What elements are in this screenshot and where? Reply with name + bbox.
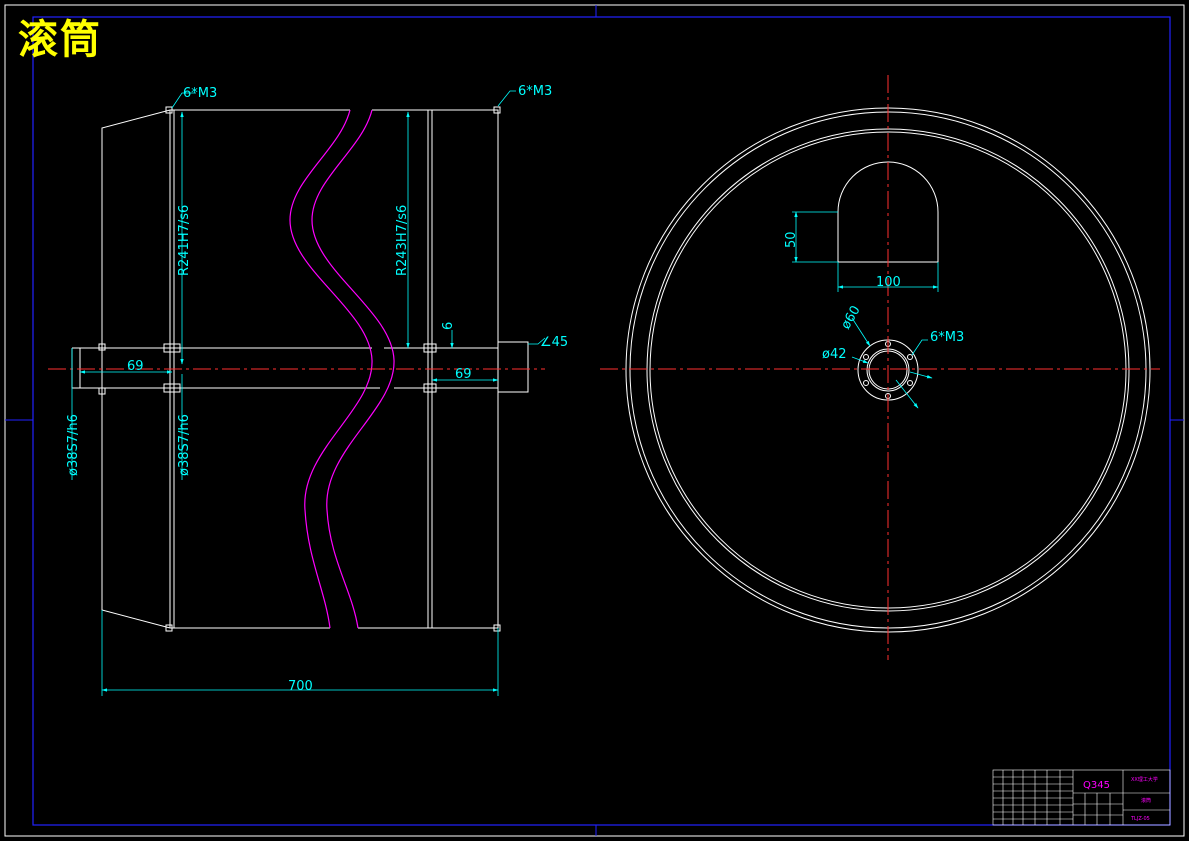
bolt-mark-3: [165, 624, 173, 632]
leader-chamfer: [528, 337, 546, 345]
hub-block-left2: [163, 383, 181, 393]
inspection-slot: [837, 161, 939, 263]
flange-hole-5: [863, 380, 869, 386]
side-dimensions: [71, 90, 546, 696]
break-lines: [289, 109, 395, 629]
leader-holes-left: [171, 92, 196, 109]
dim-flange-diag2: [909, 371, 933, 379]
hub-block-right2: [423, 383, 437, 393]
part-name-label: 滚筒: [1141, 797, 1151, 804]
shaft-fit-left-label: ø38S7/h6: [66, 414, 81, 476]
hub-block-right: [423, 343, 437, 353]
inner-frame: [32, 16, 1171, 826]
drawing-no-label: TLJZ-05: [1130, 816, 1150, 822]
flange-hole-2: [907, 354, 913, 360]
gap-label: 6: [441, 322, 456, 330]
title-block-frame: [992, 769, 1171, 826]
shaft-right: [498, 341, 529, 393]
bolt-mark-1: [165, 106, 173, 114]
bolt-mark-2: [493, 106, 501, 114]
bolt-mark-6: [98, 387, 106, 395]
shaft-fit-mid-label: ø38S7/h6: [177, 414, 192, 476]
flange-hole-3: [907, 380, 913, 386]
title-block: [992, 769, 1171, 826]
slot-width-label: 100: [876, 275, 901, 290]
dim-flange-diag: [895, 379, 919, 409]
shaft-len-right-label: 69: [455, 367, 472, 382]
slot-height-label: 50: [784, 231, 799, 248]
shaft-outline: [71, 347, 102, 389]
break-line-right: [311, 109, 395, 629]
bolt-mark-4: [493, 624, 501, 632]
flange-outer-label: ø60: [838, 303, 863, 332]
front-dimensions: [792, 211, 939, 409]
leader-flange-holes: [911, 339, 928, 356]
hub-block-left: [163, 343, 181, 353]
chamfer-label: ∠45: [540, 335, 568, 350]
dim-42-leader: [851, 356, 869, 364]
shaft-len-left-label: 69: [127, 359, 144, 374]
flange-hole-6: [863, 354, 869, 360]
break-line-left: [289, 109, 373, 629]
flange-holes-label: 6*M3: [930, 330, 964, 345]
inner-radius-right-label: R243H7/s6: [395, 205, 410, 276]
total-length-label: 700: [288, 679, 313, 694]
flange-inner-label: ø42: [822, 347, 847, 362]
dim-60-leader: [851, 317, 871, 347]
bolt-mark-5: [98, 343, 106, 351]
material-label: Q345: [1083, 780, 1110, 791]
inner-radius-left-label: R241H7/s6: [177, 205, 192, 276]
holes-left-label: 6*M3: [183, 86, 217, 101]
drawing-title: 滚筒: [18, 17, 102, 63]
leader-holes-right: [497, 90, 516, 107]
school-label: XX理工大学: [1131, 776, 1158, 783]
holes-right-label: 6*M3: [518, 84, 552, 99]
